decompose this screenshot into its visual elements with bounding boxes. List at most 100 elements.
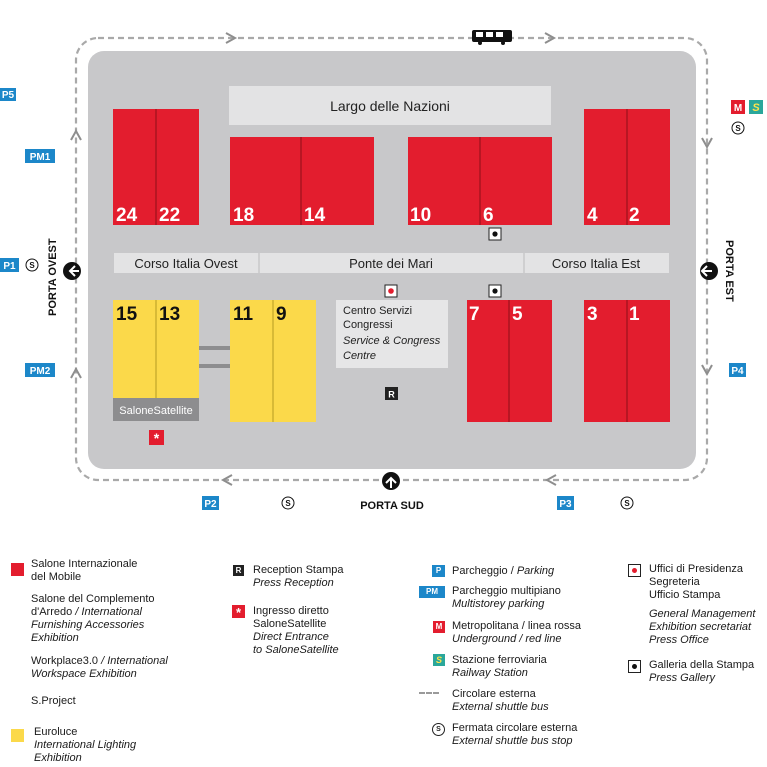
legend-text: Circolare esterna	[452, 688, 536, 700]
parking-p5-label: P5	[2, 90, 15, 101]
legend-text: Direct Entrance	[253, 631, 329, 643]
hall-number: 5	[512, 304, 523, 325]
direct-entrance-legend-icon: *	[232, 605, 245, 620]
gate-south-arrow-icon[interactable]	[382, 472, 400, 490]
press-gallery-marker[interactable]	[488, 227, 502, 241]
plaza-block	[229, 86, 551, 125]
press-reception-letter: R	[388, 390, 395, 400]
gate-east-arrow-icon[interactable]	[700, 262, 718, 280]
parking-p3-label: P3	[559, 499, 572, 510]
legend-text: External shuttle bus stop	[452, 735, 577, 748]
plaza-label: Largo delle Nazioni	[330, 98, 450, 114]
hall-3-1-block[interactable]	[584, 300, 670, 422]
parking-p1-badge[interactable]	[0, 258, 19, 272]
legend-text: to SaloneSatellite	[253, 644, 339, 656]
hall-number: 4	[587, 205, 598, 226]
railway-legend-icon: S	[433, 654, 445, 666]
legend-text: Railway Station	[452, 667, 528, 679]
legend-text: Direct Entrance	[253, 631, 339, 644]
loop-direction-arrows	[70, 32, 713, 486]
service-centre-block[interactable]	[336, 300, 448, 368]
shuttle-stop-icon[interactable]	[281, 496, 295, 510]
presidency-office-marker[interactable]	[384, 284, 398, 298]
legend-text: Press Gallery	[649, 672, 716, 684]
legend-metro: Metropolitana / linea rossa Underground …	[452, 620, 581, 646]
legend-text: Press Reception	[253, 577, 344, 590]
shuttle-bus-icon	[472, 30, 512, 45]
walkway-connector	[199, 346, 230, 368]
street-west-block	[114, 253, 259, 273]
service-centre-line3: Service & Congress	[343, 335, 441, 347]
metro-badge-letter: M	[734, 103, 742, 114]
legend-text: Press Office	[649, 634, 709, 646]
street-center-label: Ponte dei Mari	[349, 256, 433, 271]
legend-text: Ingresso diretto	[253, 605, 329, 617]
legend-text: Press Gallery	[649, 672, 754, 685]
satellite-block[interactable]	[113, 398, 199, 421]
hall-number: 7	[469, 304, 480, 325]
hall-number: 2	[629, 205, 640, 226]
legend-presidency: Uffici di Presidenza Segreteria Ufficio …	[649, 563, 755, 647]
hall-15-13-block[interactable]	[113, 300, 199, 398]
gate-west-label: PORTA OVEST	[47, 238, 59, 316]
legend-text: Workplace3.0 / International	[31, 655, 168, 668]
shuttle-stop-icon[interactable]	[25, 258, 39, 272]
press-reception-marker[interactable]	[385, 387, 398, 400]
railway-icon[interactable]	[749, 100, 763, 114]
legend-text: d'Arredo	[31, 606, 73, 618]
shuttle-stop-icon[interactable]	[620, 496, 634, 510]
parking-pm2-badge[interactable]	[25, 363, 55, 377]
parking-p4-badge[interactable]	[729, 363, 746, 377]
hall-number: 11	[233, 304, 254, 325]
parking-p5-badge[interactable]	[0, 88, 16, 101]
hall-number: 13	[159, 304, 180, 325]
legend-text: Fermata circolare esterna	[452, 722, 578, 734]
legend-text: Exhibition	[31, 632, 155, 645]
hall-18-14-block[interactable]	[230, 137, 374, 225]
street-west-label: Corso Italia Ovest	[134, 256, 238, 271]
legend-workplace: Workplace3.0 / International Workspace E…	[31, 655, 168, 681]
gate-east-label: PORTA EST	[723, 240, 735, 302]
legend-text: Galleria della Stampa	[649, 659, 755, 671]
hall-4-2-block[interactable]	[584, 109, 670, 225]
legend-text: Underground / red line	[452, 633, 581, 646]
satellite-label: SaloneSatellite	[119, 405, 192, 417]
parking-p2-badge[interactable]	[202, 496, 219, 510]
hall-11-9-block[interactable]	[230, 300, 316, 422]
legend-text: Salone del Complemento	[31, 593, 155, 605]
shuttle-stop-icon[interactable]	[731, 121, 745, 135]
legend-complemento: Salone del Complemento d'Arredo / Intern…	[31, 593, 155, 645]
service-centre-line2: Congressi	[343, 319, 393, 331]
legend-text: Parcheggio /	[452, 565, 514, 577]
legend-text: Workplace3.0	[31, 655, 99, 667]
gate-west-arrow-icon[interactable]	[63, 262, 81, 280]
fair-map: Largo delle Nazioni 24 22 18 14 10 6 4 2…	[0, 30, 763, 512]
press-gallery-marker[interactable]	[488, 284, 502, 298]
legend-text: Euroluce	[34, 726, 78, 738]
shuttle-bus-loop	[74, 36, 709, 482]
hall-number: 10	[410, 205, 431, 226]
parking-p3-badge[interactable]	[557, 496, 574, 510]
legend-text: Multistorey parking	[452, 598, 545, 610]
parking-pm1-label: PM1	[30, 152, 51, 163]
shuttle-stop-legend-icon: S	[432, 723, 445, 736]
satellite-direct-entrance-icon[interactable]: *	[149, 430, 164, 446]
legend-euroluce: Euroluce International Lighting Exhibiti…	[34, 726, 136, 765]
hall-number: 6	[483, 205, 494, 226]
legend-text: Uffici di Presidenza	[649, 563, 743, 575]
parking-pm2-label: PM2	[30, 366, 51, 377]
hall-7-5-block[interactable]	[467, 300, 552, 422]
legend-text: Exhibition	[34, 752, 82, 764]
parking-pm1-badge[interactable]	[25, 149, 55, 163]
shuttle-bus-legend-line	[419, 692, 439, 694]
legend-sproject: S.Project	[31, 695, 76, 708]
legend-salone: Salone Internazionale del Mobile	[31, 558, 137, 584]
service-centre-line1: Centro Servizi	[343, 305, 412, 317]
hall-10-6-block[interactable]	[408, 137, 552, 225]
hall-24-22-block[interactable]	[113, 109, 199, 225]
legend-text: / International	[101, 655, 168, 667]
hall-number: 9	[276, 304, 287, 325]
legend-parking: Parcheggio / Parking	[452, 565, 554, 578]
metro-icon[interactable]	[731, 100, 745, 114]
legend-shuttle: Circolare esterna External shuttle bus	[452, 688, 549, 714]
